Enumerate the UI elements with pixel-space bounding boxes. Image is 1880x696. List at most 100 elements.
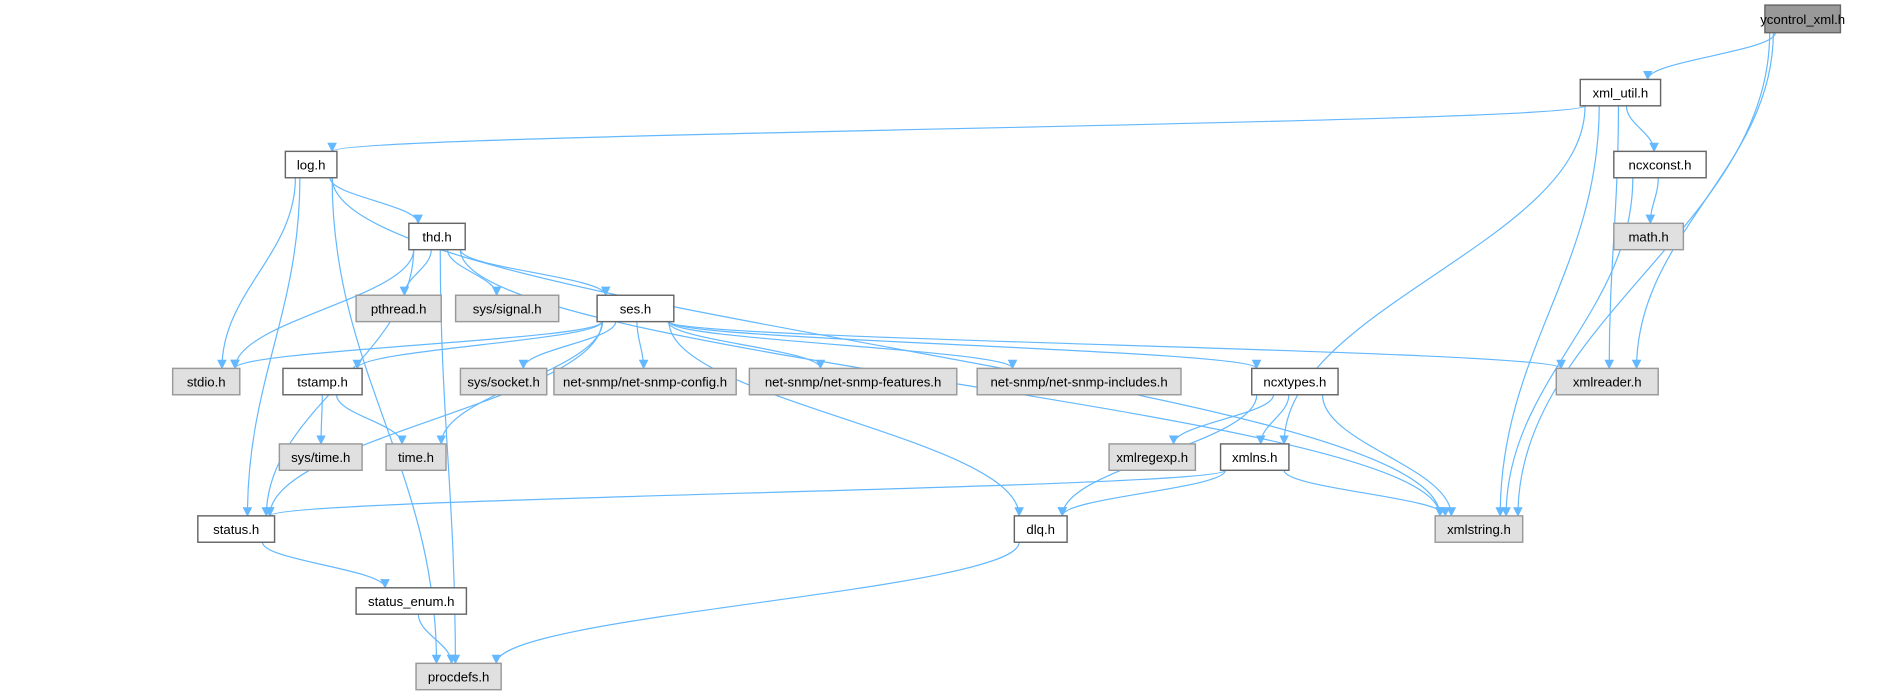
node-dlq[interactable]: dlq.h [1013,515,1068,543]
node-box [976,367,1182,396]
edge-log-to-status [242,177,301,517]
edge-log-to-xmlstring [331,177,1445,517]
node-label: log.h [297,158,326,173]
node-log[interactable]: log.h [284,150,338,179]
edge-ycontrol_xml-to-xml_util [1643,32,1776,81]
node-label: ncxconst.h [1629,158,1692,173]
edge-xmlns-to-dlq [1057,470,1226,517]
edge-xml_util-to-log [327,105,1586,153]
node-box [1219,443,1290,472]
node-box [454,294,560,323]
node-box [1613,222,1685,251]
edge-ses-to-status [265,321,603,517]
node-sys-socket[interactable]: sys/socket.h [459,367,548,396]
edge-tstamp-to-sys_time [316,394,326,445]
node-box [171,367,241,396]
node-label: time.h [398,450,434,465]
node-label: xml_util.h [1593,86,1649,101]
node-math[interactable]: math.h [1613,222,1685,251]
node-tstamp[interactable]: tstamp.h [282,367,363,396]
edge-ycontrol_xml-to-xmlstring [1513,32,1771,517]
node-ncxconst[interactable]: ncxconst.h [1613,150,1707,179]
node-label: net-snmp/net-snmp-config.h [563,375,727,390]
node-box [1013,515,1068,543]
edge-ses-to-sys_socket [518,321,617,370]
node-box [553,367,737,396]
node-label: math.h [1628,230,1668,245]
node-label: ycontrol_xml.h [1760,12,1845,27]
node-pthread[interactable]: pthread.h [355,294,442,323]
edge-ncxtypes-to-xmlns [1255,394,1290,445]
edge-status_enum-to-procdefs [417,614,457,665]
node-ncxtypes[interactable]: ncxtypes.h [1251,367,1339,396]
node-box [408,222,466,251]
node-label: ncxtypes.h [1263,375,1326,390]
node-procdefs[interactable]: procdefs.h [415,662,502,691]
node-sys-time[interactable]: sys/time.h [278,443,363,472]
node-snmp-includes[interactable]: net-snmp/net-snmp-includes.h [976,367,1182,396]
edge-ncxconst-to-math [1645,177,1659,225]
nodes-layer: ycontrol_xml.h xml_util.h log.h ncxconst.h t… [171,4,1845,691]
edge-ses-to-xmlreader [668,321,1566,370]
edge-dlq-to-procdefs [491,542,1020,665]
node-label: tstamp.h [297,375,348,390]
node-label: stdio.h [187,375,226,390]
node-label: dlq.h [1026,522,1055,537]
edge-ses-to-tstamp [352,321,603,370]
edge-ncxtypes-to-xmlstring [1321,394,1457,517]
node-xml-util[interactable]: xml_util.h [1579,78,1662,107]
node-label: net-snmp/net-snmp-includes.h [990,375,1167,390]
node-label: ses.h [620,302,651,317]
edge-xml_util-to-xmlstring [1495,105,1600,517]
node-status-enum[interactable]: status_enum.h [355,587,468,615]
node-box [1613,150,1707,179]
edge-ses-to-stdio [230,321,603,370]
node-label: xmlstring.h [1447,522,1511,537]
edge-xml_util-to-ncxconst [1625,105,1659,153]
node-box [1108,443,1197,472]
node-box [1764,4,1842,34]
node-box [385,443,447,472]
node-label: pthread.h [371,302,427,317]
node-box [278,443,363,472]
node-status[interactable]: status.h [197,515,276,543]
edges-layer [217,32,1776,665]
node-xmlns[interactable]: xmlns.h [1219,443,1290,472]
node-label: xmlregexp.h [1116,450,1188,465]
node-box [1579,78,1662,107]
node-ses[interactable]: ses.h [596,294,675,323]
node-xmlstring[interactable]: xmlstring.h [1434,515,1524,543]
node-box [282,367,363,396]
node-snmp-features[interactable]: net-snmp/net-snmp-features.h [748,367,958,396]
node-ycontrol-xml[interactable]: ycontrol_xml.h [1760,4,1845,34]
edge-ses-to-snmp_includes [668,321,1018,370]
node-xmlreader[interactable]: xmlreader.h [1555,367,1659,396]
node-box [748,367,958,396]
node-label: xmlns.h [1232,450,1277,465]
node-thd[interactable]: thd.h [408,222,466,251]
edge-ses-to-snmp_config [636,321,649,370]
edge-ses-to-snmp_features [667,321,826,370]
node-box [1251,367,1339,396]
edge-ncxtypes-to-xmlregexp [1168,394,1275,445]
node-time[interactable]: time.h [385,443,447,472]
node-snmp-config[interactable]: net-snmp/net-snmp-config.h [553,367,737,396]
edge-thd-to-sys_signal [446,249,502,297]
node-box [459,367,548,396]
edge-thd-to-ses [459,249,611,297]
node-label: sys/socket.h [467,375,539,390]
edge-xmlns-to-xmlstring [1283,470,1451,517]
node-box [355,294,442,323]
edge-status-to-status_enum [261,542,390,589]
node-label: status_enum.h [368,594,454,609]
edge-thd-to-stdio [230,249,415,370]
node-sys-signal[interactable]: sys/signal.h [454,294,560,323]
node-label: xmlreader.h [1573,375,1642,390]
node-label: status.h [213,522,259,537]
node-box [284,150,338,179]
edge-xmlns-to-status [265,469,1226,517]
edge-log-to-stdio [217,177,296,370]
node-stdio[interactable]: stdio.h [171,367,241,396]
node-label: net-snmp/net-snmp-features.h [765,375,941,390]
node-xmlregexp[interactable]: xmlregexp.h [1108,443,1197,472]
